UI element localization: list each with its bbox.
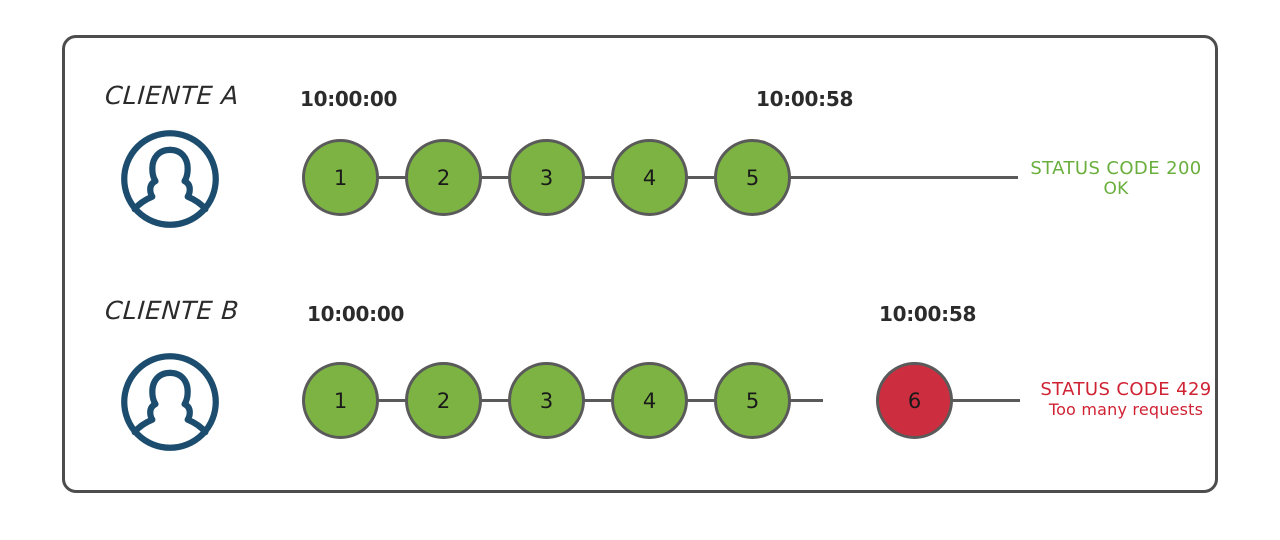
client-a-label: CLIENTE A <box>104 81 240 110</box>
request-node[interactable]: 5 <box>714 362 791 439</box>
request-node[interactable]: 3 <box>508 362 585 439</box>
connector-b-5 <box>787 399 823 402</box>
request-node-blocked[interactable]: 6 <box>876 362 953 439</box>
client-b-avatar <box>118 350 222 454</box>
user-circle-icon <box>121 353 219 451</box>
client-b-end-time: 10:00:58 <box>879 302 977 326</box>
connector-a-2 <box>478 176 514 179</box>
connector-b-4 <box>684 399 720 402</box>
client-b-start-time: 10:00:00 <box>307 302 405 326</box>
request-node[interactable]: 3 <box>508 139 585 216</box>
user-circle-icon <box>121 130 219 228</box>
request-node-number: 6 <box>907 388 922 413</box>
request-node-number: 3 <box>539 388 554 413</box>
request-node-number: 2 <box>436 165 451 190</box>
connector-b-3 <box>581 399 617 402</box>
client-b-status-code: STATUS CODE 429 <box>1040 379 1212 400</box>
client-a-avatar <box>118 127 222 231</box>
client-a-end-time: 10:00:58 <box>756 87 854 111</box>
connector-a-1 <box>375 176 411 179</box>
request-node[interactable]: 1 <box>302 362 379 439</box>
request-node[interactable]: 1 <box>302 139 379 216</box>
request-node[interactable]: 5 <box>714 139 791 216</box>
connector-a-4 <box>684 176 720 179</box>
client-b-status-badge: STATUS CODE 429 Too many requests <box>1026 379 1226 419</box>
request-node-number: 3 <box>539 165 554 190</box>
request-node-number: 5 <box>745 165 760 190</box>
connector-b-2 <box>478 399 514 402</box>
connector-a-tail <box>787 176 1018 179</box>
connector-b-tail <box>890 399 1020 402</box>
client-a-status-code: STATUS CODE 200 <box>1030 158 1202 179</box>
request-node[interactable]: 4 <box>611 362 688 439</box>
client-a-start-time: 10:00:00 <box>300 87 398 111</box>
request-node-number: 4 <box>642 165 657 190</box>
connector-a-3 <box>581 176 617 179</box>
request-node-number: 1 <box>333 165 348 190</box>
request-node-number: 1 <box>333 388 348 413</box>
request-node[interactable]: 4 <box>611 139 688 216</box>
request-node[interactable]: 2 <box>405 139 482 216</box>
client-b-label: CLIENTE B <box>104 296 240 325</box>
connector-b-1 <box>375 399 411 402</box>
client-b-status-text: Too many requests <box>1048 400 1204 419</box>
client-a-status-badge: STATUS CODE 200 OK <box>1026 158 1206 199</box>
request-node-number: 5 <box>745 388 760 413</box>
request-node-number: 2 <box>436 388 451 413</box>
request-node[interactable]: 2 <box>405 362 482 439</box>
client-a-status-text: OK <box>1103 179 1129 199</box>
request-node-number: 4 <box>642 388 657 413</box>
